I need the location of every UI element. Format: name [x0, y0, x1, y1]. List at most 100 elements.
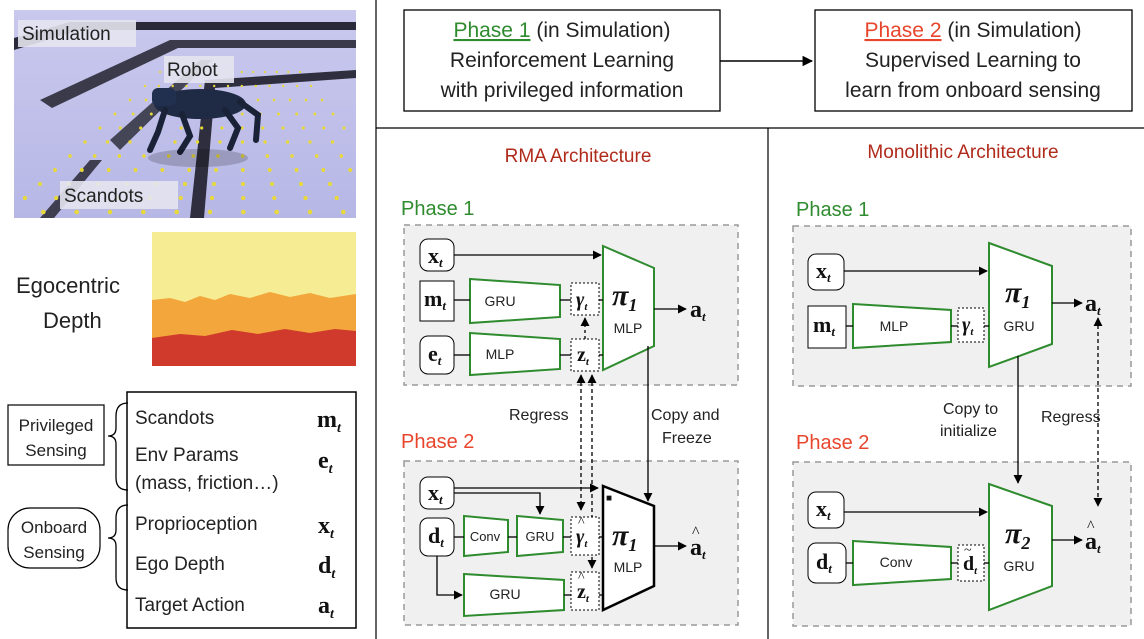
scandot [157, 84, 161, 88]
scandot [342, 126, 346, 130]
phase2-box: Phase 2 (in Simulation) Supervised Learn… [814, 9, 1133, 112]
scandot [199, 84, 202, 88]
mono-copy-line1: Copy to [943, 401, 998, 418]
scandot [348, 168, 353, 172]
scandot [240, 140, 245, 144]
rma-regress: Regress [509, 407, 569, 424]
scandot [308, 140, 312, 144]
scandot [226, 84, 230, 88]
svg-text:~: ~ [964, 543, 972, 558]
simulation-image: Simulation Robot Scandots [14, 10, 356, 218]
scandot [240, 154, 245, 158]
scandot [216, 154, 220, 158]
scandot [295, 84, 299, 88]
scandot [272, 98, 276, 102]
legend-ego-depth: Ego Depth [135, 554, 225, 575]
scandot [174, 209, 179, 215]
svg-text:Phase 2 (in Simulation): Phase 2 (in Simulation) [864, 19, 1081, 42]
svg-text:γt: γt [576, 526, 588, 550]
scandot [241, 195, 246, 201]
scandot [173, 140, 177, 144]
scandot [105, 140, 110, 144]
svg-text:π2: π2 [1005, 517, 1030, 553]
scandot [166, 154, 171, 158]
rma-p2-gru-small: GRU [526, 529, 555, 544]
svg-text:xt: xt [428, 480, 443, 507]
svg-text:γt: γt [962, 314, 974, 338]
mono-phase1-label: Phase 1 [796, 199, 869, 221]
svg-text:xt: xt [318, 513, 335, 542]
svg-text:mt: mt [424, 286, 446, 313]
scandot [54, 195, 59, 201]
scandot [263, 70, 267, 74]
scandot [241, 209, 246, 215]
svg-text:π1: π1 [612, 279, 637, 315]
scandot [285, 140, 290, 144]
legend-scandots: Scandots [135, 408, 214, 429]
scandot [240, 181, 246, 187]
scandot [160, 168, 165, 172]
mono-copy-line2: initialize [940, 423, 997, 440]
rma-p1-gru: GRU [484, 293, 515, 309]
scandot [118, 126, 122, 130]
scandot [142, 154, 146, 158]
scandot [207, 209, 213, 215]
scandot [53, 168, 57, 172]
scandot [287, 70, 290, 74]
onboard-line1: Onboard [21, 518, 87, 537]
svg-text:Phase 1 (in Simulation): Phase 1 (in Simulation) [453, 19, 670, 42]
scandot [290, 154, 294, 158]
scandot [149, 112, 153, 116]
scandot [144, 98, 148, 102]
mono-p2-policy-net: GRU [1003, 558, 1034, 574]
scandot [240, 70, 243, 74]
scandot [117, 154, 122, 158]
scandot [143, 84, 147, 88]
scandot [294, 168, 299, 172]
scandot [295, 112, 299, 116]
scandot [288, 98, 292, 102]
depth-image [152, 232, 356, 366]
rma-title: RMA Architecture [505, 146, 652, 167]
scandot [179, 126, 183, 130]
rma-p1-mlp: MLP [486, 346, 515, 362]
scandot [341, 209, 346, 215]
scandot [334, 195, 339, 201]
scandot [331, 112, 335, 116]
scandot [128, 98, 132, 102]
scandot [106, 168, 111, 172]
rma-copy-line2: Freeze [662, 430, 712, 447]
scandot [240, 126, 244, 130]
privileged-line2: Sensing [25, 441, 86, 460]
svg-text:et: et [428, 341, 442, 368]
svg-text:^: ^ [692, 524, 700, 541]
scandot [211, 181, 217, 187]
mono-p1-policy-net: GRU [1003, 318, 1034, 334]
svg-text:^: ^ [1087, 518, 1095, 535]
legend-env-params: Env Params [135, 445, 238, 466]
scandot [195, 140, 200, 144]
scandot [83, 140, 87, 144]
scandot [133, 168, 138, 172]
scandot [209, 195, 215, 201]
scandot [252, 70, 255, 74]
scandot [322, 126, 326, 130]
rma-p1-policy-net: MLP [614, 320, 643, 336]
scandot [22, 195, 28, 201]
svg-text:γt: γt [576, 289, 588, 313]
scandot [214, 168, 218, 172]
scandot [265, 154, 270, 158]
scandot [298, 70, 302, 74]
svg-text:at: at [1085, 291, 1101, 318]
label-robot: Robot [167, 60, 218, 81]
onboard-line2: Sensing [23, 543, 84, 562]
scandot [298, 181, 304, 187]
scandot [254, 84, 257, 88]
svg-text:^: ^ [578, 515, 585, 530]
scandot [178, 195, 183, 201]
legend-target-action: Target Action [135, 595, 245, 616]
legend: Privileged Sensing Onboard Sensing Scand… [7, 391, 357, 629]
scandot [320, 98, 324, 102]
depth-label-line2: Depth [43, 308, 102, 333]
scandot [220, 126, 224, 130]
